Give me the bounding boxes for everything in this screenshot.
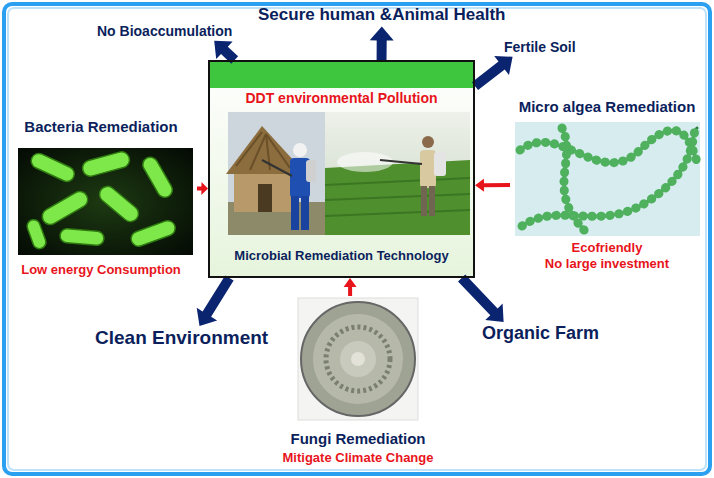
benefit-label: Secure human &Animal Health — [255, 4, 509, 26]
node-heading: Fertile Soil — [504, 39, 576, 56]
outcome-arrow — [472, 56, 513, 90]
benefit-label: Fertile Soil — [501, 38, 579, 57]
method-box: Micro algea RemediationEcofriendlyNo lar… — [510, 98, 704, 272]
benefit-label: Clean Environment — [92, 326, 271, 351]
benefit-label: No Bioaccumulation — [94, 22, 235, 41]
node-heading: No Bioaccumulation — [97, 23, 232, 40]
outcome-arrow — [370, 26, 394, 60]
node-heading: Fungi Remediation — [270, 430, 446, 448]
node-caption: Mitigate Climate Change — [270, 450, 446, 466]
node-caption: Ecofriendly — [510, 240, 704, 256]
input-arrow — [344, 278, 357, 296]
field-spraying-photo — [325, 112, 470, 235]
center-panel — [208, 60, 475, 278]
outcome-arrow — [197, 275, 234, 326]
node-heading: Bacteria Remediation — [5, 118, 197, 136]
page-frame — [4, 4, 710, 474]
node-caption: Microbial Remediation Technology — [214, 248, 469, 264]
node-caption: No large investment — [510, 256, 704, 272]
center-panel-box: DDT environmental PollutionMicrobial Rem… — [208, 60, 475, 278]
method-box: Fungi RemediationMitigate Climate Change — [270, 296, 446, 466]
benefit-label: Organic Farm — [479, 322, 602, 346]
outcome-arrow — [458, 275, 504, 323]
node-heading: DDT environmental Pollution — [214, 90, 469, 107]
node-caption: Low energy Consumption — [5, 262, 197, 278]
fungi-petri-dish — [298, 298, 418, 420]
sprayer-hut-photo — [226, 112, 325, 235]
node-heading: Micro algea Remediation — [510, 98, 704, 116]
node-heading: Clean Environment — [95, 327, 268, 350]
method-box: Bacteria RemediationLow energy Consumpti… — [5, 118, 197, 278]
input-arrow — [475, 179, 510, 192]
micro-algae-image — [515, 122, 700, 236]
bacteria-image — [18, 148, 193, 255]
node-heading: Organic Farm — [482, 323, 599, 345]
node-heading: Secure human &Animal Health — [258, 5, 506, 25]
input-arrow — [197, 182, 208, 195]
